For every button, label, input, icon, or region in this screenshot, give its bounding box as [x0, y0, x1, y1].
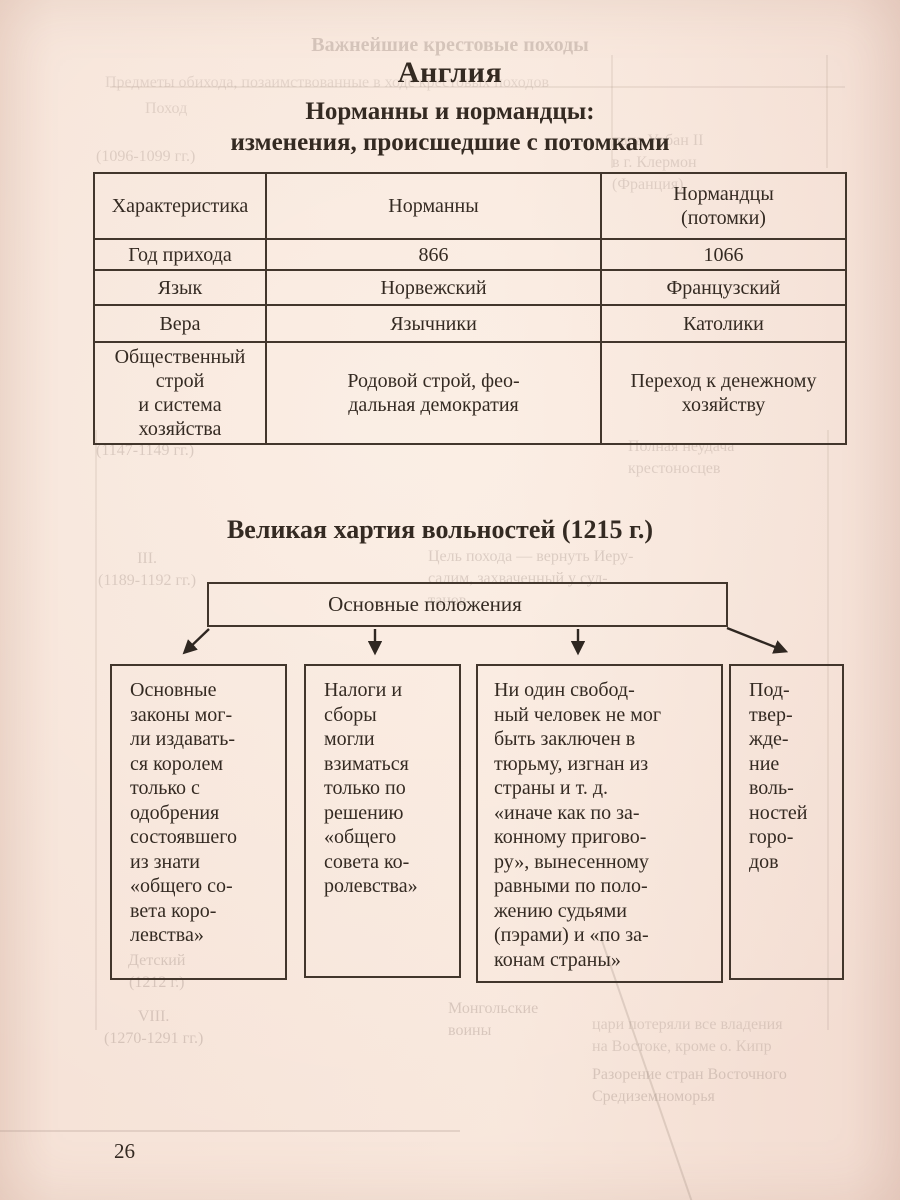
bleedthrough-text: (1096-1099 гг.): [96, 148, 196, 165]
table-header-cell: Норманны: [265, 172, 602, 240]
bleedthrough-text: цари потеряли все владения на Востоке, к…: [592, 1016, 783, 1055]
table-cell: Французский: [600, 269, 847, 306]
table-cell: Норвежский: [265, 269, 602, 306]
bleedthrough-text: Монгольские воины: [448, 1000, 539, 1039]
provision-box-taxes: Налоги и сборы могли взиматься только по…: [304, 664, 461, 978]
table-row: Вера Язычники Католики: [93, 304, 847, 343]
page-subtitle: Норманны и нормандцы: изменения, происше…: [230, 98, 670, 156]
bleedthrough-text: Разорение стран Восточного Средиземномор…: [592, 1066, 787, 1105]
bleedthrough-text: VIII. (1270-1291 гг.): [104, 1008, 204, 1047]
bleed-line: [827, 430, 829, 1030]
bleedthrough-text: Важнейшие крестовые походы: [311, 34, 589, 56]
provision-box-laws: Основные законы мог- ли издавать- ся кор…: [110, 664, 287, 980]
page-title: Англия: [397, 56, 503, 89]
table-cell: 1066: [600, 238, 847, 271]
bleed-line: [95, 430, 97, 1030]
table-row: Язык Норвежский Французский: [93, 269, 847, 306]
table-cell: Вера: [93, 304, 267, 343]
provision-box-cities: Под- твер- жде- ние воль- ностей горо- д…: [729, 664, 844, 980]
scheme-root-label: Основные положения: [328, 592, 522, 616]
provision-box-freemen: Ни один свобод- ный человек не мог быть …: [476, 664, 723, 983]
section-heading: Великая хартия вольностей (1215 г.): [226, 515, 654, 544]
table-header-row: Характеристика Норманны Нормандцы (потом…: [93, 172, 847, 240]
table-row: Год прихода 866 1066: [93, 238, 847, 271]
bleed-line: [0, 1130, 460, 1132]
table-cell: Родовой строй, фео- дальная демократия: [265, 341, 602, 445]
bleedthrough-text: Поход: [145, 100, 188, 117]
bleed-line: [826, 55, 828, 168]
table-cell: Общественный строй и система хозяйства: [93, 341, 267, 445]
table-header-cell: Характеристика: [93, 172, 267, 240]
table-cell: Язык: [93, 269, 267, 306]
table-header-cell: Нормандцы (потомки): [600, 172, 847, 240]
bleed-line: [611, 55, 613, 168]
normans-comparison-table: Характеристика Норманны Нормандцы (потом…: [93, 172, 847, 445]
table-cell: Язычники: [265, 304, 602, 343]
table-cell: Католики: [600, 304, 847, 343]
bleedthrough-text: (1147-1149 гг.): [96, 442, 195, 459]
scheme-root-box: Основные положения: [207, 582, 728, 627]
table-row: Общественный строй и система хозяйства Р…: [93, 341, 847, 445]
bleedthrough-text: Предметы обихода, позаимствованные в ход…: [105, 74, 550, 91]
bleedthrough-text: III. (1189-1192 гг.): [98, 550, 197, 589]
table-cell: 866: [265, 238, 602, 271]
table-cell: Переход к денежному хозяйству: [600, 341, 847, 445]
page-number: 26: [114, 1139, 135, 1163]
table-cell: Год прихода: [93, 238, 267, 271]
bleed-line: [110, 86, 845, 88]
